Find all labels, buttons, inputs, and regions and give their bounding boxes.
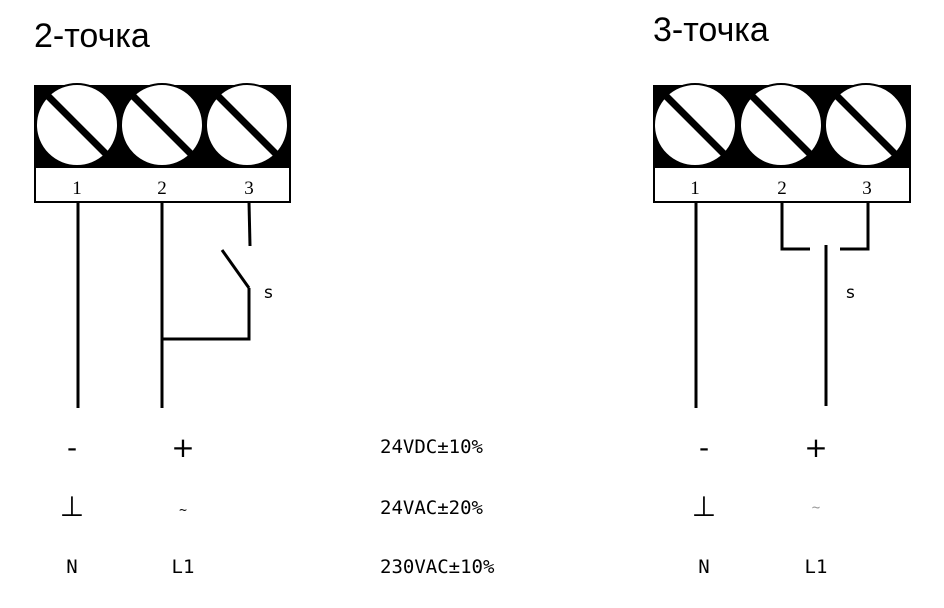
right-screw-2 [739,83,823,167]
left-screw-1 [35,83,119,167]
left-screw-3 [205,83,289,167]
right-line-label: L1 [805,556,828,578]
spec-ac-230: 230VAC±10% [380,556,495,578]
left-terminal-block: 1 2 3 [34,83,291,203]
left-ground-label: ⊥ [60,490,84,523]
right-screw-3 [824,83,908,167]
left-terminal-number-1: 1 [72,178,82,199]
spec-ac-24: 24VAC±20% [380,497,484,519]
right-terminal-label-strip [653,166,911,203]
left-terminal-label-strip [34,166,291,203]
right-wire-3 [840,202,870,251]
right-ground-label: ⊥ [692,490,716,523]
right-wires [694,202,870,408]
right-neutral-label: N [698,556,709,578]
right-switch-label: s [846,283,855,303]
right-screw-1 [653,83,737,167]
right-terminal-number-3: 3 [862,178,872,199]
left-terminal-number-3: 3 [244,178,254,199]
left-switch-blade [220,249,251,289]
left-screw-2 [120,83,204,167]
left-plus-label: + [171,431,194,464]
left-ac-label: ~ [179,503,187,518]
right-plus-label: + [804,431,827,464]
right-terminal-number-1: 1 [690,178,700,199]
left-wire-3 [247,201,252,247]
right-terminal-number-2: 2 [777,178,787,199]
left-title: 2-точка [34,17,150,55]
left-line-label: L1 [172,556,195,578]
left-switch-return [162,288,251,341]
left-minus-label: - [67,431,77,464]
spec-dc: 24VDC±10% [380,436,484,458]
right-wire-2 [780,202,810,251]
left-terminal-number-2: 2 [157,178,167,199]
right-title: 3-точка [653,11,769,49]
right-ac-label: ~ [812,500,820,516]
right-terminal-block: 1 2 3 [653,83,911,203]
left-neutral-label: N [66,556,77,578]
right-minus-label: - [699,431,709,464]
left-switch-label: s [264,283,273,303]
left-wires [76,201,252,408]
